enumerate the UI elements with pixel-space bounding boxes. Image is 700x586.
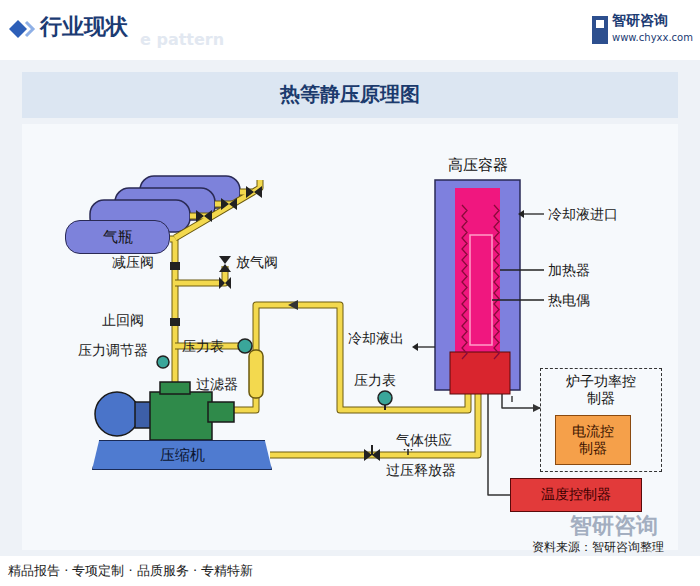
controller-box: 温度控制器 bbox=[510, 478, 642, 512]
leader-line bbox=[418, 214, 544, 402]
header-chevron bbox=[26, 22, 33, 36]
flow-arrow bbox=[288, 300, 298, 310]
node-text: 气瓶 bbox=[103, 228, 133, 247]
part-label: 止回阀 bbox=[102, 312, 144, 329]
arrow-head bbox=[412, 210, 524, 351]
edge-label: 气体供应 bbox=[394, 432, 454, 449]
part-label: 热电偶 bbox=[548, 292, 590, 309]
node-text: 高压容器 bbox=[448, 156, 508, 175]
controller-group: 炉子功率控制器电流控制器 bbox=[540, 368, 662, 472]
header-title: 行业现状 bbox=[40, 14, 128, 40]
heater-coil bbox=[462, 205, 467, 359]
logo-icon bbox=[592, 16, 608, 44]
node-text: 电流控制器 bbox=[572, 423, 614, 457]
gas-cylinder: 气瓶 bbox=[65, 220, 170, 254]
logo-icon bbox=[596, 20, 604, 28]
footer-slogan: 精品报告 · 专项定制 · 品质服务 · 专精特新 bbox=[8, 563, 253, 579]
part-label: 冷却液进口 bbox=[548, 206, 618, 223]
compressor-base: 压缩机 bbox=[92, 440, 272, 470]
pressure-vessel: 高压容器 bbox=[435, 180, 520, 390]
gas-pipe bbox=[175, 180, 468, 410]
gas-pipe bbox=[270, 390, 478, 455]
watermark: e pattern bbox=[140, 30, 224, 49]
heater-coil bbox=[494, 205, 499, 359]
part-label: 加热器 bbox=[548, 262, 590, 279]
node-text: 压缩机 bbox=[160, 446, 205, 465]
node-text: 温度控制器 bbox=[541, 486, 611, 504]
controller-box: 电流控制器 bbox=[555, 415, 631, 465]
source-note: 资料来源：智研咨询整理 bbox=[532, 540, 664, 554]
logo-text: 智研咨询 bbox=[612, 12, 668, 29]
part-label: 过滤器 bbox=[196, 376, 238, 393]
pressure-vessel bbox=[435, 180, 520, 394]
filter bbox=[249, 350, 263, 398]
node-text: 炉子功率控制器 bbox=[566, 373, 636, 407]
header-diamond bbox=[9, 20, 27, 38]
part-label: 过压释放器 bbox=[386, 462, 456, 479]
part-label: 压力调节器 bbox=[78, 342, 148, 359]
logo-watermark: 智研咨询 bbox=[570, 513, 658, 539]
part-label: 减压阀 bbox=[112, 254, 154, 271]
part-label: 放气阀 bbox=[236, 254, 278, 271]
signal-line bbox=[488, 390, 510, 495]
part-label: 压力表 bbox=[182, 338, 224, 355]
part-label: 冷却液出 bbox=[348, 330, 404, 347]
diagram-title: 热等静压原理图 bbox=[0, 82, 700, 106]
logo-url: www.chyxx.com bbox=[612, 32, 693, 44]
part-label: 压力表 bbox=[354, 372, 396, 389]
